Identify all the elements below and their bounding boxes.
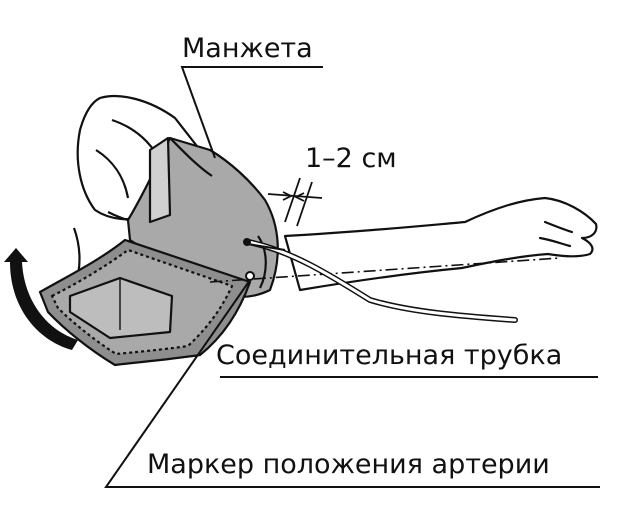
marker-leader	[104, 279, 600, 488]
cuff-flap	[38, 238, 252, 367]
leader-lines	[104, 66, 600, 488]
distance-label: 1–2 см	[305, 143, 397, 174]
tube-pointer	[247, 243, 286, 251]
tube-label: Соединительная трубка	[216, 340, 563, 371]
cuff-leader	[180, 66, 323, 159]
artery-line	[209, 257, 561, 283]
distance-dimension	[267, 177, 323, 227]
cuff-label: Манжета	[182, 33, 313, 64]
artery-marker-label: Маркер положения артерии	[147, 449, 550, 480]
forearm	[283, 196, 598, 292]
artery-marker-dot	[245, 271, 255, 281]
wrap-arrow	[4, 248, 78, 350]
connecting-tube	[245, 239, 518, 323]
